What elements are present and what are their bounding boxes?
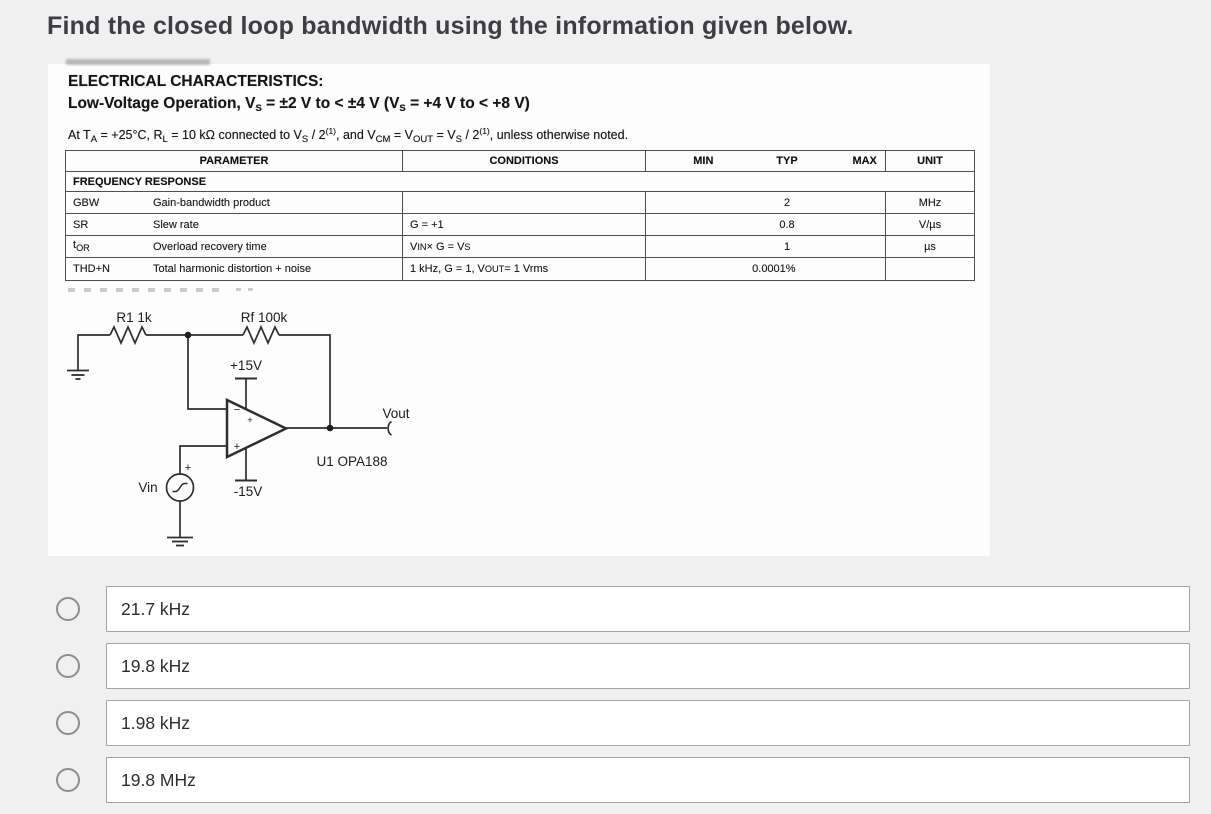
vout-terminal-icon <box>387 420 393 436</box>
answer-option-box[interactable]: 19.8 kHz <box>106 643 1190 689</box>
unit-value: V/µs <box>918 218 942 231</box>
source-plus-sign: + <box>185 462 191 474</box>
answer-option-label: 19.8 MHz <box>121 769 196 790</box>
table-row-thdn: THD+N Total harmonic distortion + noise … <box>66 258 974 280</box>
inverting-input-wire <box>187 335 227 410</box>
vout-label: Vout <box>382 406 409 421</box>
col-min-typ-max: MIN TYP MAX <box>646 151 886 171</box>
answer-option: 19.8 kHz <box>56 643 1190 689</box>
junction-dot <box>184 331 192 339</box>
answer-option-box[interactable]: 19.8 MHz <box>106 757 1190 803</box>
col-max: MAX <box>852 155 877 167</box>
table-row-gbw: GBW Gain-bandwidth product 2 MHz <box>66 192 974 214</box>
part-label: U1 OPA188 <box>316 454 387 469</box>
circuit-diagram: R1 1k Rf 100k +15V -15V Vin Vout U1 OPA1… <box>67 310 410 547</box>
resistor-rf <box>242 324 280 346</box>
typ-value: 0.0001% <box>752 263 796 275</box>
section-label: FREQUENCY RESPONSE <box>73 175 207 188</box>
table-header-row: PARAMETER CONDITIONS MIN TYP MAX UNIT <box>66 151 974 172</box>
inverting-sign: − <box>234 404 240 416</box>
vin-label: Vin <box>138 480 157 495</box>
param-name: Total harmonic distortion + noise <box>153 263 312 275</box>
radio-button[interactable] <box>56 654 80 678</box>
answer-option-box[interactable]: 1.98 kHz <box>106 700 1190 746</box>
noninverting-input-wire <box>179 445 227 474</box>
cropped-row-artifact <box>68 288 228 292</box>
answer-option-label: 21.7 kHz <box>121 598 191 619</box>
datasheet-table: PARAMETER CONDITIONS MIN TYP MAX UNIT FR… <box>65 150 975 281</box>
radio-button[interactable] <box>56 711 80 735</box>
r1-label: R1 1k <box>116 310 152 325</box>
plus-sign-small: + <box>247 415 253 426</box>
output-node-dot <box>326 424 334 432</box>
row-conditions: G = +1 <box>403 214 646 235</box>
param-symbol: tOR <box>73 239 90 254</box>
answer-option-label: 1.98 kHz <box>121 712 191 733</box>
scan-artifact <box>66 59 210 65</box>
answer-option: 19.8 MHz <box>56 757 1190 803</box>
datasheet-heading: ELECTRICAL CHARACTERISTICS: <box>68 73 324 90</box>
col-typ: TYP <box>776 155 798 167</box>
rf-label: Rf 100k <box>241 310 288 325</box>
datasheet-subheading: Low-Voltage Operation, VS = ±2 V to < ±4… <box>68 95 530 114</box>
col-conditions: CONDITIONS <box>403 151 646 171</box>
answer-option: 21.7 kHz <box>56 586 1190 632</box>
param-name: Gain-bandwidth product <box>153 196 270 209</box>
param-name: Slew rate <box>153 218 199 231</box>
typ-value: 2 <box>783 196 791 209</box>
param-symbol: THD+N <box>73 263 110 275</box>
answer-option-label: 19.8 kHz <box>121 655 191 676</box>
vminus-label: -15V <box>234 484 263 499</box>
row-conditions <box>403 192 646 213</box>
ground-icon <box>167 536 193 547</box>
vin-waveform-icon <box>172 482 188 493</box>
vplus-label: +15V <box>230 358 262 373</box>
col-min: MIN <box>693 155 714 167</box>
col-parameter: PARAMETER <box>66 151 403 171</box>
wire <box>77 334 110 370</box>
table-section-row: FREQUENCY RESPONSE <box>66 172 974 192</box>
unit-value: µs <box>924 240 936 253</box>
noninverting-sign: + <box>234 441 240 453</box>
question-image-panel: ELECTRICAL CHARACTERISTICS: Low-Voltage … <box>48 59 990 556</box>
radio-button[interactable] <box>56 597 80 621</box>
unit-value: MHz <box>918 196 942 209</box>
param-symbol: GBW <box>73 196 100 209</box>
cropped-row-artifact <box>236 288 260 291</box>
typ-value: 1 <box>783 240 791 253</box>
col-unit: UNIT <box>917 155 943 167</box>
question-title: Find the closed loop bandwidth using the… <box>47 12 854 40</box>
feedback-wire <box>279 334 331 428</box>
param-symbol: SR <box>73 218 89 231</box>
resistor-r1 <box>109 324 147 346</box>
ground-icon <box>67 369 89 380</box>
table-row-sr: SR Slew rate G = +1 0.8 V/µs <box>66 214 974 236</box>
unit-value <box>886 258 974 280</box>
datasheet-conditions-note: At TA = +25°C, RL = 10 kΩ connected to V… <box>68 126 629 145</box>
typ-value: 0.8 <box>779 218 795 231</box>
opamp-triangle <box>225 398 289 459</box>
param-name: Overload recovery time <box>153 240 267 253</box>
answer-option-box[interactable]: 21.7 kHz <box>106 586 1190 632</box>
answer-option: 1.98 kHz <box>56 700 1190 746</box>
radio-button[interactable] <box>56 768 80 792</box>
answer-options: 21.7 kHz 19.8 kHz 1.98 kHz 19.8 MHz <box>56 586 1190 814</box>
